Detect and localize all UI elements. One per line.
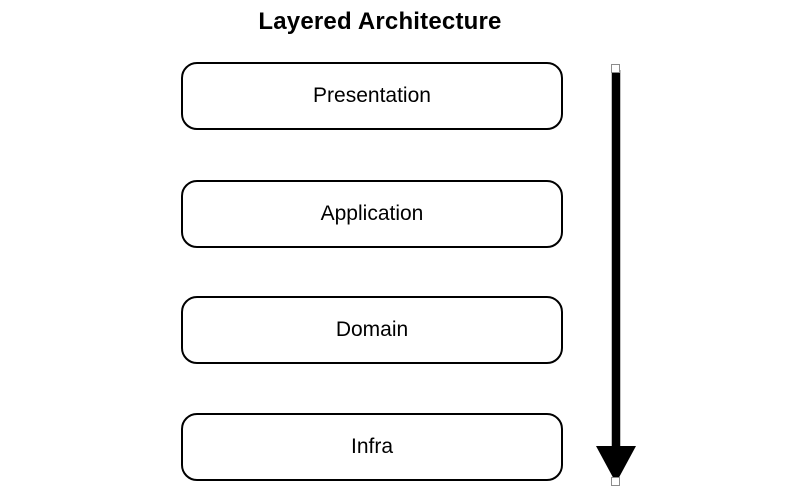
down-arrow-head [596, 446, 636, 483]
layer-label-presentation: Presentation [313, 84, 431, 107]
arrow-handle-bottom[interactable] [611, 477, 620, 486]
diagram-title: Layered Architecture [258, 8, 502, 35]
layer-box-domain[interactable]: Domain [181, 296, 563, 364]
layer-box-infra[interactable]: Infra [181, 413, 563, 481]
layer-box-application[interactable]: Application [181, 180, 563, 248]
layer-label-application: Application [320, 202, 424, 225]
down-arrow-icon[interactable] [596, 62, 636, 488]
layer-label-domain: Domain [335, 318, 409, 341]
arrow-handle-top[interactable] [611, 64, 620, 73]
down-arrow-shaft [611, 70, 621, 450]
layer-box-presentation[interactable]: Presentation [181, 62, 563, 130]
layer-label-infra: Infra [350, 435, 394, 458]
